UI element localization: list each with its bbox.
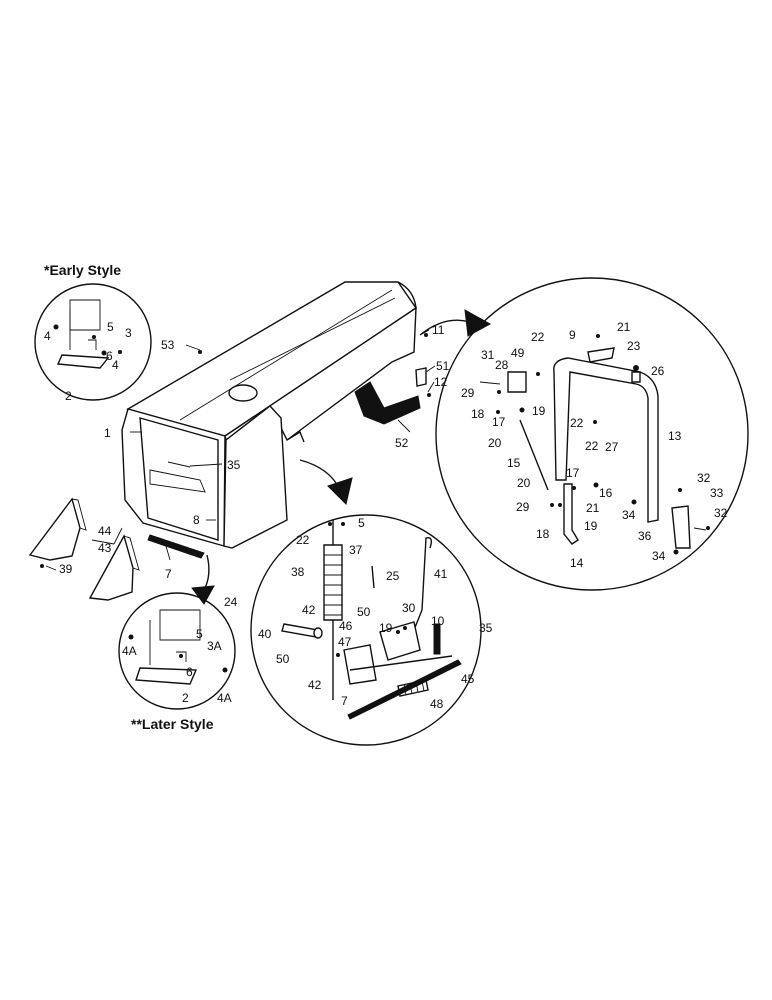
callout: 3 [125,326,132,340]
hood-small-parts [28,333,431,601]
callout: 6 [106,349,113,363]
callout: 1 [104,426,111,440]
callout: 14 [570,556,584,570]
leader-lines [45,329,436,571]
callout: 38 [291,565,305,579]
callout: 7 [165,567,172,581]
callout: 4 [112,358,119,372]
callout: 5 [196,627,203,641]
callout: 47 [338,635,352,649]
callout: 52 [395,436,409,450]
callout: 42 [302,603,316,617]
callout: 35 [227,458,241,472]
callout: 29 [516,500,530,514]
hood-assembly [121,281,417,549]
callout: 40 [258,627,272,641]
early-style-heading: *Early Style [44,262,122,278]
callout: 4A [217,691,232,705]
callout: 37 [349,543,363,557]
callout: 27 [605,440,619,454]
callout: 42 [308,678,322,692]
callout: 36 [638,529,652,543]
callout: 17 [492,415,506,429]
callout: 18 [471,407,485,421]
callout: 3A [207,639,222,653]
callout: 22 [531,330,545,344]
callout: 34 [652,549,666,563]
callout: 2 [65,389,72,403]
callout: 53 [161,338,175,352]
early-style-detail [34,283,152,401]
callout: 32 [714,506,728,520]
callout: 7 [341,694,348,708]
callout: 12 [434,375,448,389]
callout: 33 [710,486,724,500]
callout: 19 [379,621,393,635]
callout: 22 [585,439,599,453]
callout: 19 [532,404,546,418]
callout: 24 [224,595,238,609]
callout: 43 [98,541,112,555]
callout: 19 [584,519,598,533]
callout: 45 [461,672,475,686]
later-style-heading: **Later Style [131,716,214,732]
rear-bracket-detail [435,277,749,591]
callout: 35 [479,621,493,635]
callout: 26 [651,364,665,378]
callout: 50 [276,652,290,666]
callout: 23 [627,339,641,353]
callout: 16 [599,486,613,500]
callout: 44 [98,524,112,538]
callout: 25 [386,569,400,583]
callout: 32 [697,471,711,485]
callout: 17 [566,466,580,480]
callout: 28 [495,358,509,372]
callout: 4A [122,644,137,658]
callout: 39 [59,562,73,576]
callout: 8 [193,513,200,527]
pedal-linkage-detail [250,514,482,746]
callout: 15 [507,456,521,470]
callout: 11 [432,323,445,337]
callout: 9 [569,328,576,342]
callout: 30 [402,601,416,615]
callout: 46 [339,619,353,633]
callout: 21 [586,501,600,515]
callout: 22 [570,416,584,430]
callout: 20 [488,436,502,450]
callout: 10 [431,614,445,628]
callout: 6 [186,665,193,679]
callout: 21 [617,320,631,334]
callout: 50 [357,605,371,619]
callout: 20 [517,476,531,490]
callout: 22 [296,533,310,547]
callout: 48 [430,697,444,711]
later-style-detail [118,592,236,710]
callout: 41 [434,567,448,581]
callout: 51 [436,359,450,373]
callout: 49 [511,346,525,360]
callout: 5 [358,516,365,530]
callout: 2 [182,691,189,705]
pointer-arrows [191,309,492,605]
callout-labels: 53 1 35 8 11 51 12 52 44 43 39 7 4 5 3 6… [44,320,728,711]
callout: 31 [481,348,495,362]
callout: 4 [44,329,51,343]
callout: 13 [668,429,682,443]
callout: 5 [107,320,114,334]
callout: 18 [536,527,550,541]
callout: 29 [461,386,475,400]
callout: 34 [622,508,636,522]
